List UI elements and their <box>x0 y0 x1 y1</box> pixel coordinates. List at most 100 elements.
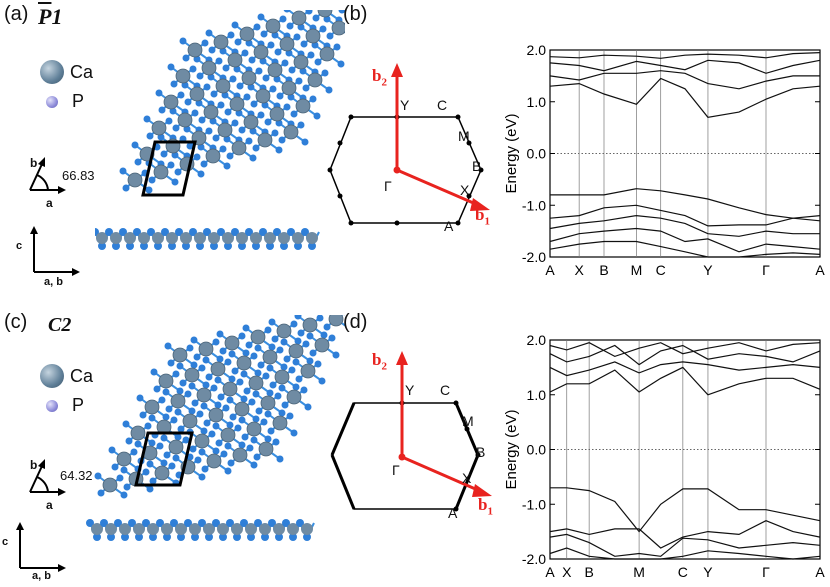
p-atom <box>279 15 287 23</box>
ca-atom <box>105 523 117 535</box>
p-atom <box>191 399 199 407</box>
p-atom <box>215 439 223 447</box>
y-tick-label: 1.0 <box>527 94 547 110</box>
band-line <box>549 240 821 258</box>
p-atom <box>130 448 138 456</box>
lattice-side-a <box>95 228 320 250</box>
ca-atom <box>241 70 257 86</box>
p-atom <box>321 69 329 77</box>
p-atom <box>309 349 317 357</box>
side-ab-label-a: a, b <box>44 276 63 288</box>
p-atom <box>248 56 256 64</box>
ca-atom <box>231 523 243 535</box>
ca-atom <box>317 10 333 18</box>
p-atom <box>290 320 298 328</box>
p-atom <box>198 364 206 372</box>
p-atom <box>160 459 168 467</box>
ca-atom <box>328 315 344 327</box>
y-tick-label: 0.0 <box>527 442 547 458</box>
k-tick-label: Y <box>703 262 713 278</box>
p-atom <box>200 160 208 168</box>
panel-label-b: (b) <box>343 3 368 25</box>
p-atom <box>275 533 283 541</box>
p-atom <box>262 372 270 380</box>
p-atom <box>224 358 232 366</box>
ca-atom <box>170 393 186 409</box>
ca-atom <box>187 42 203 58</box>
p-atom <box>338 10 345 14</box>
ca-atom <box>276 323 292 339</box>
ca-atom <box>260 395 276 411</box>
ca-atom <box>264 232 276 244</box>
ca-atom <box>196 387 212 403</box>
p-atom <box>242 324 250 332</box>
ca-atom <box>250 329 266 345</box>
p-atom <box>250 100 258 108</box>
p-atom <box>197 170 205 178</box>
brillouin-zone-b <box>327 63 490 226</box>
p-atom <box>326 32 334 40</box>
p-atom <box>203 228 211 236</box>
legend-p-atom <box>46 96 58 108</box>
p-atom <box>247 533 255 541</box>
p-atom <box>332 351 340 359</box>
p-atom <box>200 427 208 435</box>
y-tick-label: 1.0 <box>527 387 547 403</box>
p-atom <box>252 390 260 398</box>
p-atom <box>123 483 131 491</box>
p-atom <box>177 91 185 99</box>
ca-atom <box>138 232 150 244</box>
p-atom <box>168 462 176 470</box>
p-atom <box>243 387 251 395</box>
ca-atom <box>175 68 191 84</box>
p-atom <box>297 329 305 337</box>
legend-ca-label-c: Ca <box>70 366 94 386</box>
ca-atom <box>236 355 252 371</box>
p-atom <box>135 533 143 541</box>
p-atom <box>212 134 220 142</box>
unit-cell-a <box>141 140 197 197</box>
plot-frame <box>549 49 821 258</box>
p-atom <box>145 186 153 194</box>
p-atom <box>295 77 303 85</box>
p-atom <box>203 83 211 91</box>
p-atom <box>333 43 341 51</box>
p-atom <box>201 465 209 473</box>
ca-atom <box>302 317 318 333</box>
p-atom <box>286 412 294 420</box>
ca-atom <box>208 232 220 244</box>
legend-p-label-c: P <box>72 395 85 415</box>
p-atom <box>121 533 129 541</box>
p-atom <box>112 242 120 250</box>
p-atom <box>111 463 119 471</box>
p-atom <box>198 116 206 124</box>
p-atom <box>278 409 286 417</box>
p-atom <box>259 228 267 236</box>
b2-label-b: b2 <box>372 66 387 89</box>
side-axis-c <box>16 522 66 572</box>
p-atom <box>212 519 220 527</box>
p-atom <box>271 335 279 343</box>
p-atom <box>122 420 130 428</box>
side-ab-label-c: a, b <box>32 570 51 582</box>
p-atom <box>268 519 276 527</box>
p-atom <box>174 168 182 176</box>
ca-atom <box>184 367 200 383</box>
p-atom <box>293 33 301 41</box>
ca-atom <box>278 232 290 244</box>
p-atom <box>219 533 227 541</box>
ca-atom <box>110 232 122 244</box>
axis-triad-c <box>29 459 66 496</box>
p-atom <box>170 519 178 527</box>
p-atom <box>205 533 213 541</box>
p-atom <box>264 410 272 418</box>
p-atom <box>325 86 333 94</box>
p-atom <box>292 358 300 366</box>
y-tick-label: 2.0 <box>527 332 547 348</box>
p-atom <box>249 154 257 162</box>
ca-atom <box>201 60 217 76</box>
ca-atom <box>314 337 330 353</box>
p-atom <box>241 49 249 57</box>
p-atom <box>196 72 204 80</box>
